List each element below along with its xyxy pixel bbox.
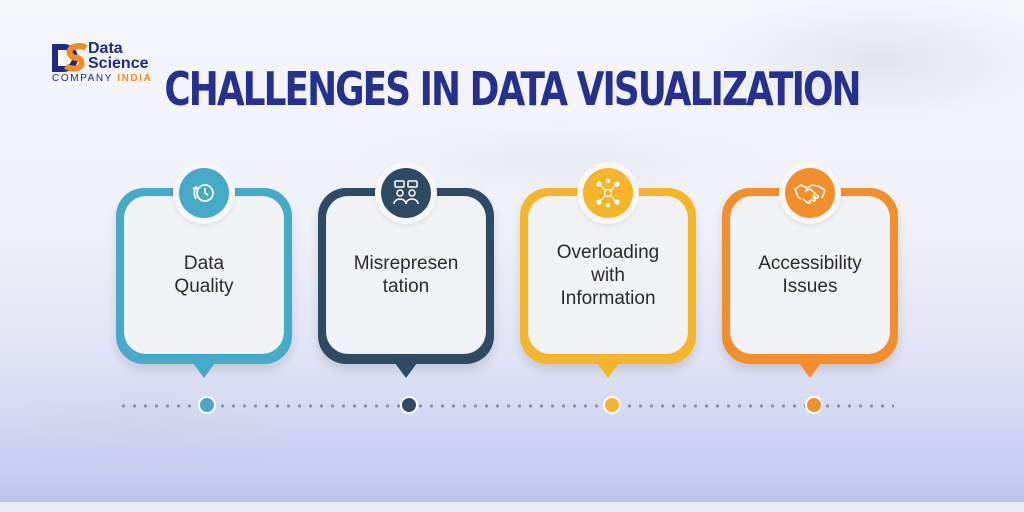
- company-logo: Data Science COMPANY INDIA: [50, 40, 190, 84]
- icon-badge: [577, 162, 639, 224]
- timeline-node: [603, 396, 621, 414]
- card-pointer: [799, 363, 821, 378]
- ds-logo-icon: [52, 43, 88, 72]
- card-label: Overloading with Information: [556, 241, 660, 309]
- card-pointer: [597, 363, 619, 378]
- page-title: CHALLENGES IN DATA VISUALIZATION: [164, 62, 861, 116]
- timeline-node: [198, 396, 216, 414]
- card-label: Misrepresen tation: [353, 253, 459, 297]
- bottom-strip: [0, 502, 1024, 512]
- card-label: Accessibility Issues: [758, 253, 862, 297]
- icon-badge: [375, 162, 437, 224]
- clock-cycle-icon: [179, 168, 229, 218]
- timeline: [118, 396, 894, 414]
- icon-badge: [779, 162, 841, 224]
- card-data-quality: Data Quality: [116, 162, 292, 378]
- card-pointer: [193, 363, 215, 378]
- logo-text-data: Data: [88, 40, 123, 57]
- card-overloading-with-information: Overloading with Information: [520, 162, 696, 378]
- logo-company-line: COMPANY INDIA: [52, 73, 152, 84]
- card-accessibility-issues: Accessibility Issues: [722, 162, 898, 378]
- network-people-icon: [583, 168, 633, 218]
- two-people-chat-icon: [381, 168, 431, 218]
- card-misrepresentation: Misrepresen tation: [318, 162, 494, 378]
- icon-badge: [173, 162, 235, 224]
- timeline-node: [805, 396, 823, 414]
- card-label: Data Quality: [174, 253, 234, 297]
- logo-company: COMPANY: [52, 73, 118, 84]
- timeline-node: [400, 396, 418, 414]
- logo-text-science: Science: [88, 55, 149, 72]
- logo-india: INDIA: [117, 73, 153, 84]
- handshake-icon: [785, 168, 835, 218]
- timeline-dots: [118, 404, 894, 408]
- card-pointer: [395, 363, 417, 378]
